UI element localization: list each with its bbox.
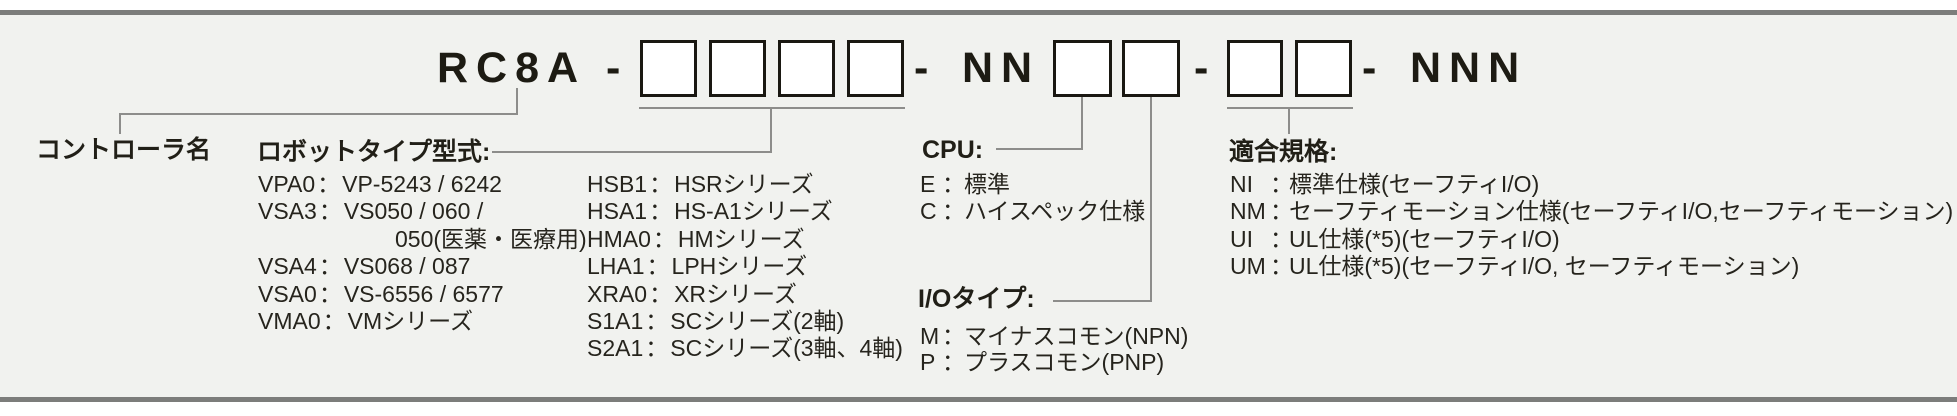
model-dash-1: - xyxy=(606,44,621,92)
model-dash-4: - xyxy=(1362,44,1377,92)
connector-standards-underline xyxy=(1227,107,1353,109)
connector-io xyxy=(1053,300,1152,302)
connector-cpu xyxy=(996,148,1083,150)
connector-controller xyxy=(119,113,518,115)
model-digit-box xyxy=(778,40,835,97)
robot-type-title: ロボットタイプ型式: xyxy=(257,138,491,166)
model-mid-text: NN xyxy=(962,44,1041,92)
model-dash-2: - xyxy=(914,44,929,92)
standards-item: UM：UL仕様(*5)(セーフティI/O, セーフティモーション) xyxy=(1230,253,1800,279)
standards-item: NM：セーフティモーション仕様(セーフティI/O,セーフティモーション) xyxy=(1230,198,1954,224)
model-digit-box xyxy=(847,40,904,97)
robot-type-item: VSA0：VS-6556 / 6577 xyxy=(258,281,504,307)
model-suffix: NNN xyxy=(1410,40,1527,97)
connector-robot xyxy=(492,151,772,153)
robot-type-item: XRA0：XRシリーズ xyxy=(587,281,797,307)
model-digit-box xyxy=(1122,40,1180,97)
bottom-rule xyxy=(0,397,1957,402)
model-digit-box xyxy=(1053,40,1112,97)
connector-standards xyxy=(1288,107,1290,134)
robot-type-item: S2A1：SCシリーズ(3軸、4軸) xyxy=(587,335,903,361)
model-suffix-text: NNN xyxy=(1410,44,1528,92)
model-dash-3: - xyxy=(1194,44,1209,92)
model-digit-box xyxy=(640,40,697,97)
io-type-title: I/Oタイプ: xyxy=(918,285,1035,313)
robot-type-item: VMA0：VMシリーズ xyxy=(258,308,473,334)
io-type-item: P：プラスコモン(PNP) xyxy=(920,349,1165,375)
robot-type-item: LHA1：LPHシリーズ xyxy=(587,253,808,279)
top-rule xyxy=(0,10,1957,15)
diagram-background xyxy=(0,14,1957,397)
model-prefix: RC8A xyxy=(437,40,586,97)
robot-type-item: VSA4：VS068 / 087 xyxy=(258,253,471,279)
robot-type-item: VPA0：VP-5243 / 6242 xyxy=(258,171,502,197)
model-mid: NN xyxy=(962,40,1040,97)
robot-type-item: HSB1：HSRシリーズ xyxy=(587,171,814,197)
robot-type-item-continuation: 050(医薬・医療用) xyxy=(395,226,587,252)
connector-cpu xyxy=(1081,97,1083,150)
connector-controller xyxy=(119,113,121,134)
model-digit-box xyxy=(1295,40,1352,97)
io-type-item: M：マイナスコモン(NPN) xyxy=(920,323,1189,349)
standards-item: UI：UL仕様(*5)(セーフティI/O) xyxy=(1230,226,1560,252)
connector-robot xyxy=(770,107,772,153)
robot-type-item: S1A1：SCシリーズ(2軸) xyxy=(587,308,845,334)
controller-name-label: コントローラ名 xyxy=(36,136,212,164)
robot-type-item: HSA1：HS-A1シリーズ xyxy=(587,198,833,224)
standards-item: NI：標準仕様(セーフティI/O) xyxy=(1230,171,1540,197)
connector-io xyxy=(1150,97,1152,302)
standards-title: 適合規格: xyxy=(1229,138,1338,166)
cpu-item: C：ハイスペック仕様 xyxy=(920,198,1146,224)
model-prefix-text: RC8A xyxy=(437,44,587,92)
model-digit-box xyxy=(709,40,766,97)
robot-type-item: VSA3：VS050 / 060 / xyxy=(258,198,484,224)
connector-robot-underline xyxy=(639,107,905,109)
connector-controller xyxy=(516,88,518,115)
robot-type-item: HMA0：HMシリーズ xyxy=(587,226,805,252)
model-digit-box xyxy=(1227,40,1283,97)
cpu-item: E：標準 xyxy=(920,171,1010,197)
cpu-title: CPU: xyxy=(922,136,984,164)
